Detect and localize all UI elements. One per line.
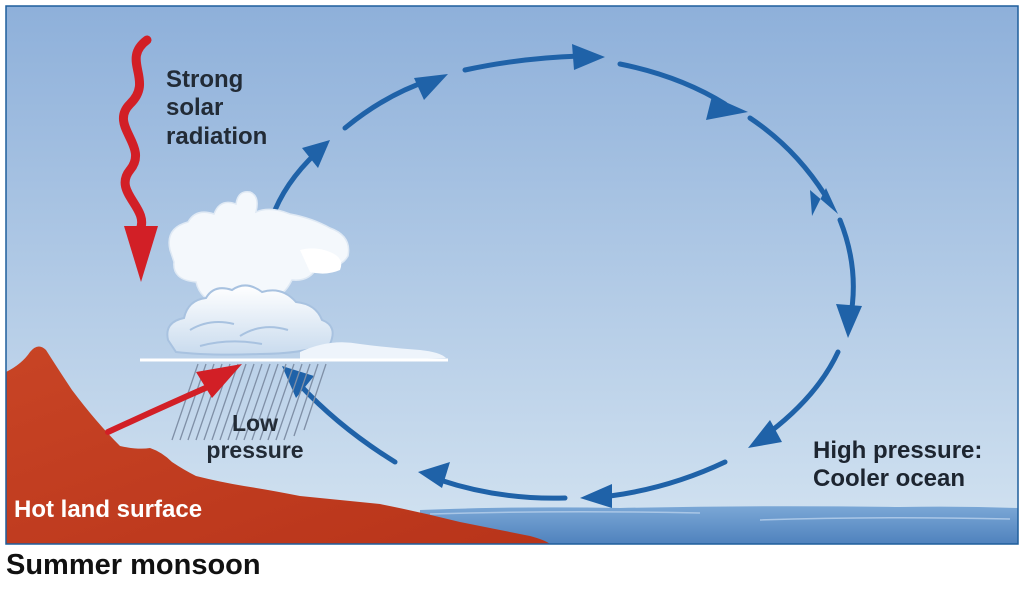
arrowhead-up-right <box>414 74 448 100</box>
arrowhead-left <box>580 484 612 508</box>
solar-radiation-label: Strong solar radiation <box>166 66 267 151</box>
solar-label-line3: radiation <box>166 122 268 150</box>
hot-land-surface <box>6 346 550 544</box>
solar-label-line1: Strong <box>166 66 244 93</box>
high-label-line2: Cooler ocean <box>813 465 966 493</box>
diagram-caption: Summer monsoon <box>6 549 261 581</box>
arrowhead-down <box>836 304 862 338</box>
arrowhead-down-left <box>748 420 782 448</box>
high-label-line1: High pressure: <box>813 437 983 464</box>
surface-wind-arrow-icon <box>105 364 242 435</box>
arrowhead-down-right-2 <box>810 188 838 216</box>
low-label-line1: Low <box>232 410 278 436</box>
arrowhead-left-2 <box>418 462 450 488</box>
sky-background <box>6 6 1018 544</box>
solar-label-line2: solar <box>166 94 224 122</box>
arrowhead-right <box>572 44 605 70</box>
arrowhead-up <box>302 140 330 168</box>
hot-land-surface-label: Hot land surface <box>14 496 203 523</box>
low-label-line2: pressure <box>206 437 304 464</box>
high-pressure-label: High pressure: Cooler ocean <box>813 437 982 494</box>
cumulonimbus-cloud-icon <box>140 191 448 362</box>
ocean <box>420 506 1018 544</box>
arrowhead-down-right <box>706 96 748 120</box>
solar-radiation-arrow-icon <box>119 35 158 282</box>
low-pressure-label: Low pressure <box>200 410 310 464</box>
